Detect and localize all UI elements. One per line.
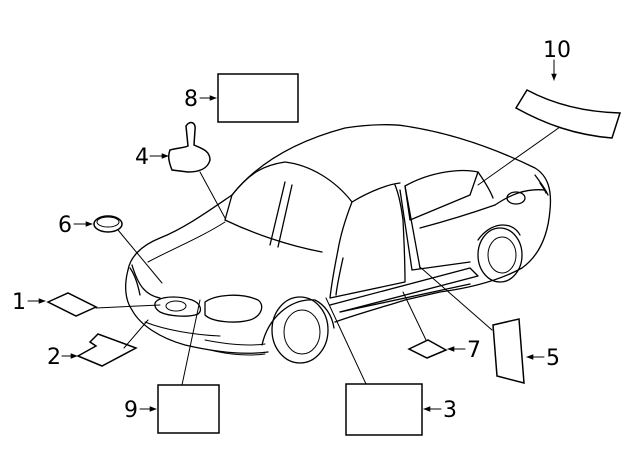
callout-3: 3	[443, 398, 457, 423]
callout-9: 9	[124, 398, 138, 423]
callout-5: 5	[546, 346, 560, 371]
callout-4: 4	[135, 145, 149, 170]
label-4-shape	[167, 121, 211, 173]
callout-2: 2	[47, 345, 61, 370]
leader-lines	[95, 126, 561, 386]
label-10-shape	[514, 89, 622, 139]
callout-10: 10	[543, 38, 571, 63]
callout-arrows	[27, 59, 557, 412]
callout-7: 7	[467, 338, 481, 363]
callout-1: 1	[12, 290, 26, 315]
label-7-shape	[407, 339, 448, 359]
callout-6: 6	[58, 213, 72, 238]
label-2-shape	[76, 333, 138, 367]
label-6-shape	[93, 215, 123, 233]
label-1-shape	[46, 292, 98, 317]
car-outline	[125, 124, 552, 364]
label-8-shape	[217, 73, 299, 123]
label-9-shape	[157, 384, 220, 434]
label-5-shape	[492, 318, 525, 384]
label-3-shape	[345, 383, 423, 436]
callout-8: 8	[184, 87, 198, 112]
